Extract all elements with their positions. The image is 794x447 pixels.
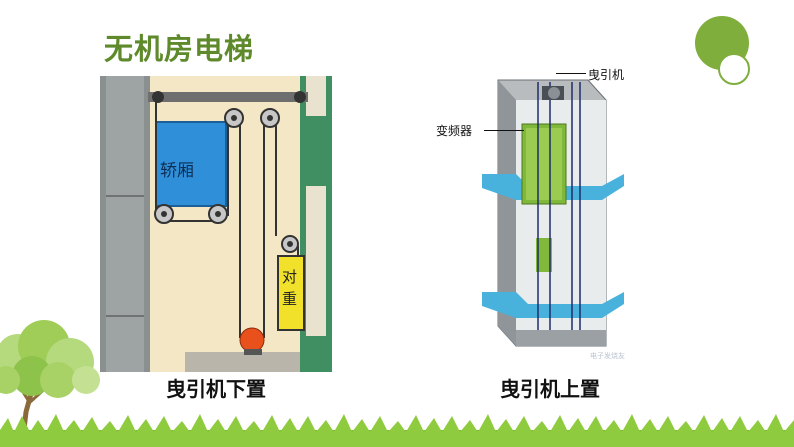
watermark: 电子发烧友 bbox=[590, 351, 625, 361]
decor-circle-small bbox=[718, 53, 750, 85]
top-machine-diagram bbox=[476, 60, 628, 356]
page-title: 无机房电梯 bbox=[104, 26, 254, 68]
grass-strip bbox=[0, 412, 794, 447]
traction-machine-label: 曳引机 bbox=[588, 66, 624, 83]
top-pulley-left bbox=[225, 109, 243, 127]
car-pulley-right bbox=[209, 205, 227, 223]
counterweight-pulley bbox=[282, 236, 298, 252]
car-label: 轿厢 bbox=[160, 156, 194, 181]
counterweight-label-bottom: 重 bbox=[282, 288, 297, 309]
inverter-pointer bbox=[484, 130, 524, 131]
right-figure-caption: 曳引机上置 bbox=[500, 373, 600, 402]
top-pulley-right bbox=[261, 109, 279, 127]
car-pulley-left bbox=[155, 205, 173, 223]
left-figure-caption: 曳引机下置 bbox=[166, 373, 266, 402]
inverter-label: 变频器 bbox=[436, 122, 472, 139]
counterweight-label-top: 对 bbox=[282, 266, 297, 287]
traction-machine-pointer bbox=[556, 73, 586, 74]
